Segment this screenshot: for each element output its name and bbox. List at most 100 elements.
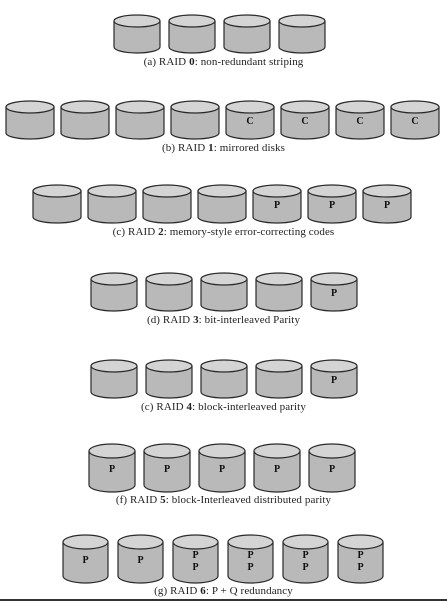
disk-label: P — [247, 550, 253, 561]
disk-top — [308, 443, 356, 459]
data-disk — [223, 14, 271, 54]
data-disk — [200, 272, 248, 312]
data-disk — [5, 100, 55, 140]
parity-disk: P — [308, 443, 356, 493]
raid-4-caption: (c) RAID 4: block-interleaved parity — [0, 401, 447, 413]
disk-body — [197, 190, 247, 224]
disk-top — [142, 184, 192, 198]
disk-body — [310, 365, 358, 399]
disk-label: P — [192, 562, 198, 573]
disk-top — [282, 534, 329, 550]
disk-body — [362, 190, 412, 224]
disk-top — [198, 443, 246, 459]
disk-label: P — [82, 555, 88, 566]
disk-body — [200, 365, 248, 399]
disk-body — [252, 190, 302, 224]
disk-body — [198, 450, 246, 493]
data-disk — [113, 14, 161, 54]
disk-top — [278, 14, 326, 28]
data-disk — [90, 359, 138, 399]
disk-body — [223, 20, 271, 54]
data-disk — [200, 359, 248, 399]
disk-top — [168, 14, 216, 28]
data-disk — [90, 272, 138, 312]
disk-label: C — [301, 116, 308, 127]
raid-2-caption-number: 2 — [158, 226, 164, 238]
disk-top — [307, 184, 357, 198]
disk-body — [227, 541, 274, 584]
data-disk — [170, 100, 220, 140]
raid-4-caption-prefix: (c) RAID — [141, 401, 187, 413]
data-disk — [87, 184, 137, 224]
disk-top — [115, 100, 165, 114]
raid-6-caption-suffix: : P + Q redundancy — [205, 585, 293, 597]
data-disk — [255, 272, 303, 312]
disk-body — [337, 541, 384, 584]
disk-top — [390, 100, 440, 114]
disk-body — [308, 450, 356, 493]
disk-body — [145, 278, 193, 312]
disk-top — [223, 14, 271, 28]
disk-body — [143, 450, 191, 493]
disk-body — [87, 190, 137, 224]
parity-disk: P — [252, 184, 302, 224]
parity-disk: P — [198, 443, 246, 493]
disk-top — [197, 184, 247, 198]
data-disk — [145, 272, 193, 312]
disk-label: C — [246, 116, 253, 127]
raid-4-caption-number: 4 — [186, 401, 193, 413]
data-disk — [142, 184, 192, 224]
raid-2-caption: (c) RAID 2: memory-style error-correctin… — [0, 226, 447, 238]
disk-body — [5, 106, 55, 140]
raid-0-caption-number: 0 — [189, 56, 195, 68]
parity-disk: P — [362, 184, 412, 224]
disk-top — [362, 184, 412, 198]
disk-label: P — [192, 550, 198, 561]
disk-body — [113, 20, 161, 54]
raid-3-caption-prefix: (d) RAID — [146, 314, 194, 326]
parity-disk: C — [280, 100, 330, 140]
disk-body — [255, 278, 303, 312]
disk-top — [310, 359, 358, 373]
data-disk — [168, 14, 216, 54]
data-disk — [145, 359, 193, 399]
data-disk — [278, 14, 326, 54]
disk-top — [200, 359, 248, 373]
disk-label: P — [329, 200, 335, 211]
disk-label: P — [274, 200, 280, 211]
disk-body — [255, 365, 303, 399]
raid-6-caption-prefix: (g) RAID — [154, 585, 201, 597]
disk-top — [113, 14, 161, 28]
disk-body — [282, 541, 329, 584]
disk-body — [90, 365, 138, 399]
disk-label: P — [247, 562, 253, 573]
disk-top — [32, 184, 82, 198]
raid-5-caption: (f) RAID 5: block-Interleaved distribute… — [0, 494, 447, 506]
disk-body — [32, 190, 82, 224]
disk-top — [255, 359, 303, 373]
parity-disk: P — [143, 443, 191, 493]
disk-top — [335, 100, 385, 114]
parity-disk: PP — [282, 534, 329, 584]
raid-3-caption-suffix: : bit-interleaved Parity — [198, 314, 301, 326]
disk-label: C — [356, 116, 363, 127]
disk-top — [90, 272, 138, 286]
data-disk — [255, 359, 303, 399]
parity-disk: P — [253, 443, 301, 493]
disk-top — [227, 534, 274, 550]
disk-label: P — [164, 464, 170, 475]
disk-body — [280, 106, 330, 140]
disk-body — [88, 450, 136, 493]
disk-top — [225, 100, 275, 114]
parity-disk: P — [310, 359, 358, 399]
disk-top — [280, 100, 330, 114]
disk-body — [310, 278, 358, 312]
disk-top — [62, 534, 109, 550]
parity-disk: C — [225, 100, 275, 140]
parity-disk: P — [310, 272, 358, 312]
disk-body — [335, 106, 385, 140]
parity-disk: P — [117, 534, 164, 584]
disk-body — [117, 541, 164, 584]
disk-top — [200, 272, 248, 286]
